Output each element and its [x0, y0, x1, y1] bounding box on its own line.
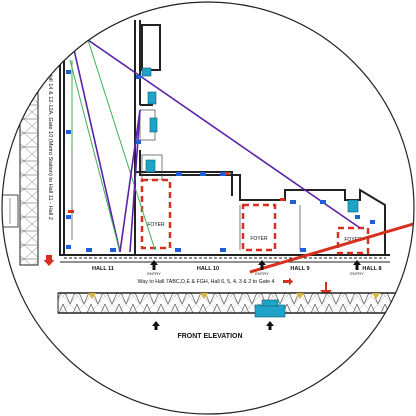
entry-label-1: ENTRY: [147, 271, 161, 276]
foyer-label-2: FOYER: [250, 236, 268, 242]
hall-label-8: HALL 8: [362, 266, 381, 272]
foyer-boxes: [140, 178, 370, 255]
hall-label-9: HALL 9: [290, 266, 309, 272]
entry-label-3: ENTRY: [350, 271, 364, 276]
front-elevation-label: FRONT ELEVATION: [177, 333, 242, 340]
gate-direction-text: Hall 14 & 12-12A, Gate 10 (Metro Station…: [47, 72, 53, 220]
entry-markers: [150, 260, 361, 270]
front-elevation-band: [57, 292, 399, 318]
elevation-entry-arrows: [152, 321, 274, 330]
facility-blocks: [141, 67, 359, 213]
elevation-entrance: [254, 304, 286, 318]
hall-label-11: HALL 11: [92, 266, 114, 272]
down-arrow-left: [43, 255, 55, 266]
way-to-halls-text: Way to Hall 7ABC,D,E & FGH, Hall 6, 5, 4…: [138, 279, 275, 285]
blue-markers: [66, 70, 375, 252]
hall-label-10: HALL 10: [197, 266, 219, 272]
exit-route-line: [249, 220, 414, 274]
foyer-label-1: FOYER: [147, 222, 165, 228]
entry-label-2: ENTRY: [255, 271, 269, 276]
right-arrow: [283, 277, 293, 286]
hall-walls: [59, 20, 390, 263]
left-elevation-strip: [2, 89, 39, 266]
red-markers: [68, 172, 285, 213]
route-lines: [69, 31, 361, 253]
foyer-label-3: FOYER: [344, 237, 362, 243]
